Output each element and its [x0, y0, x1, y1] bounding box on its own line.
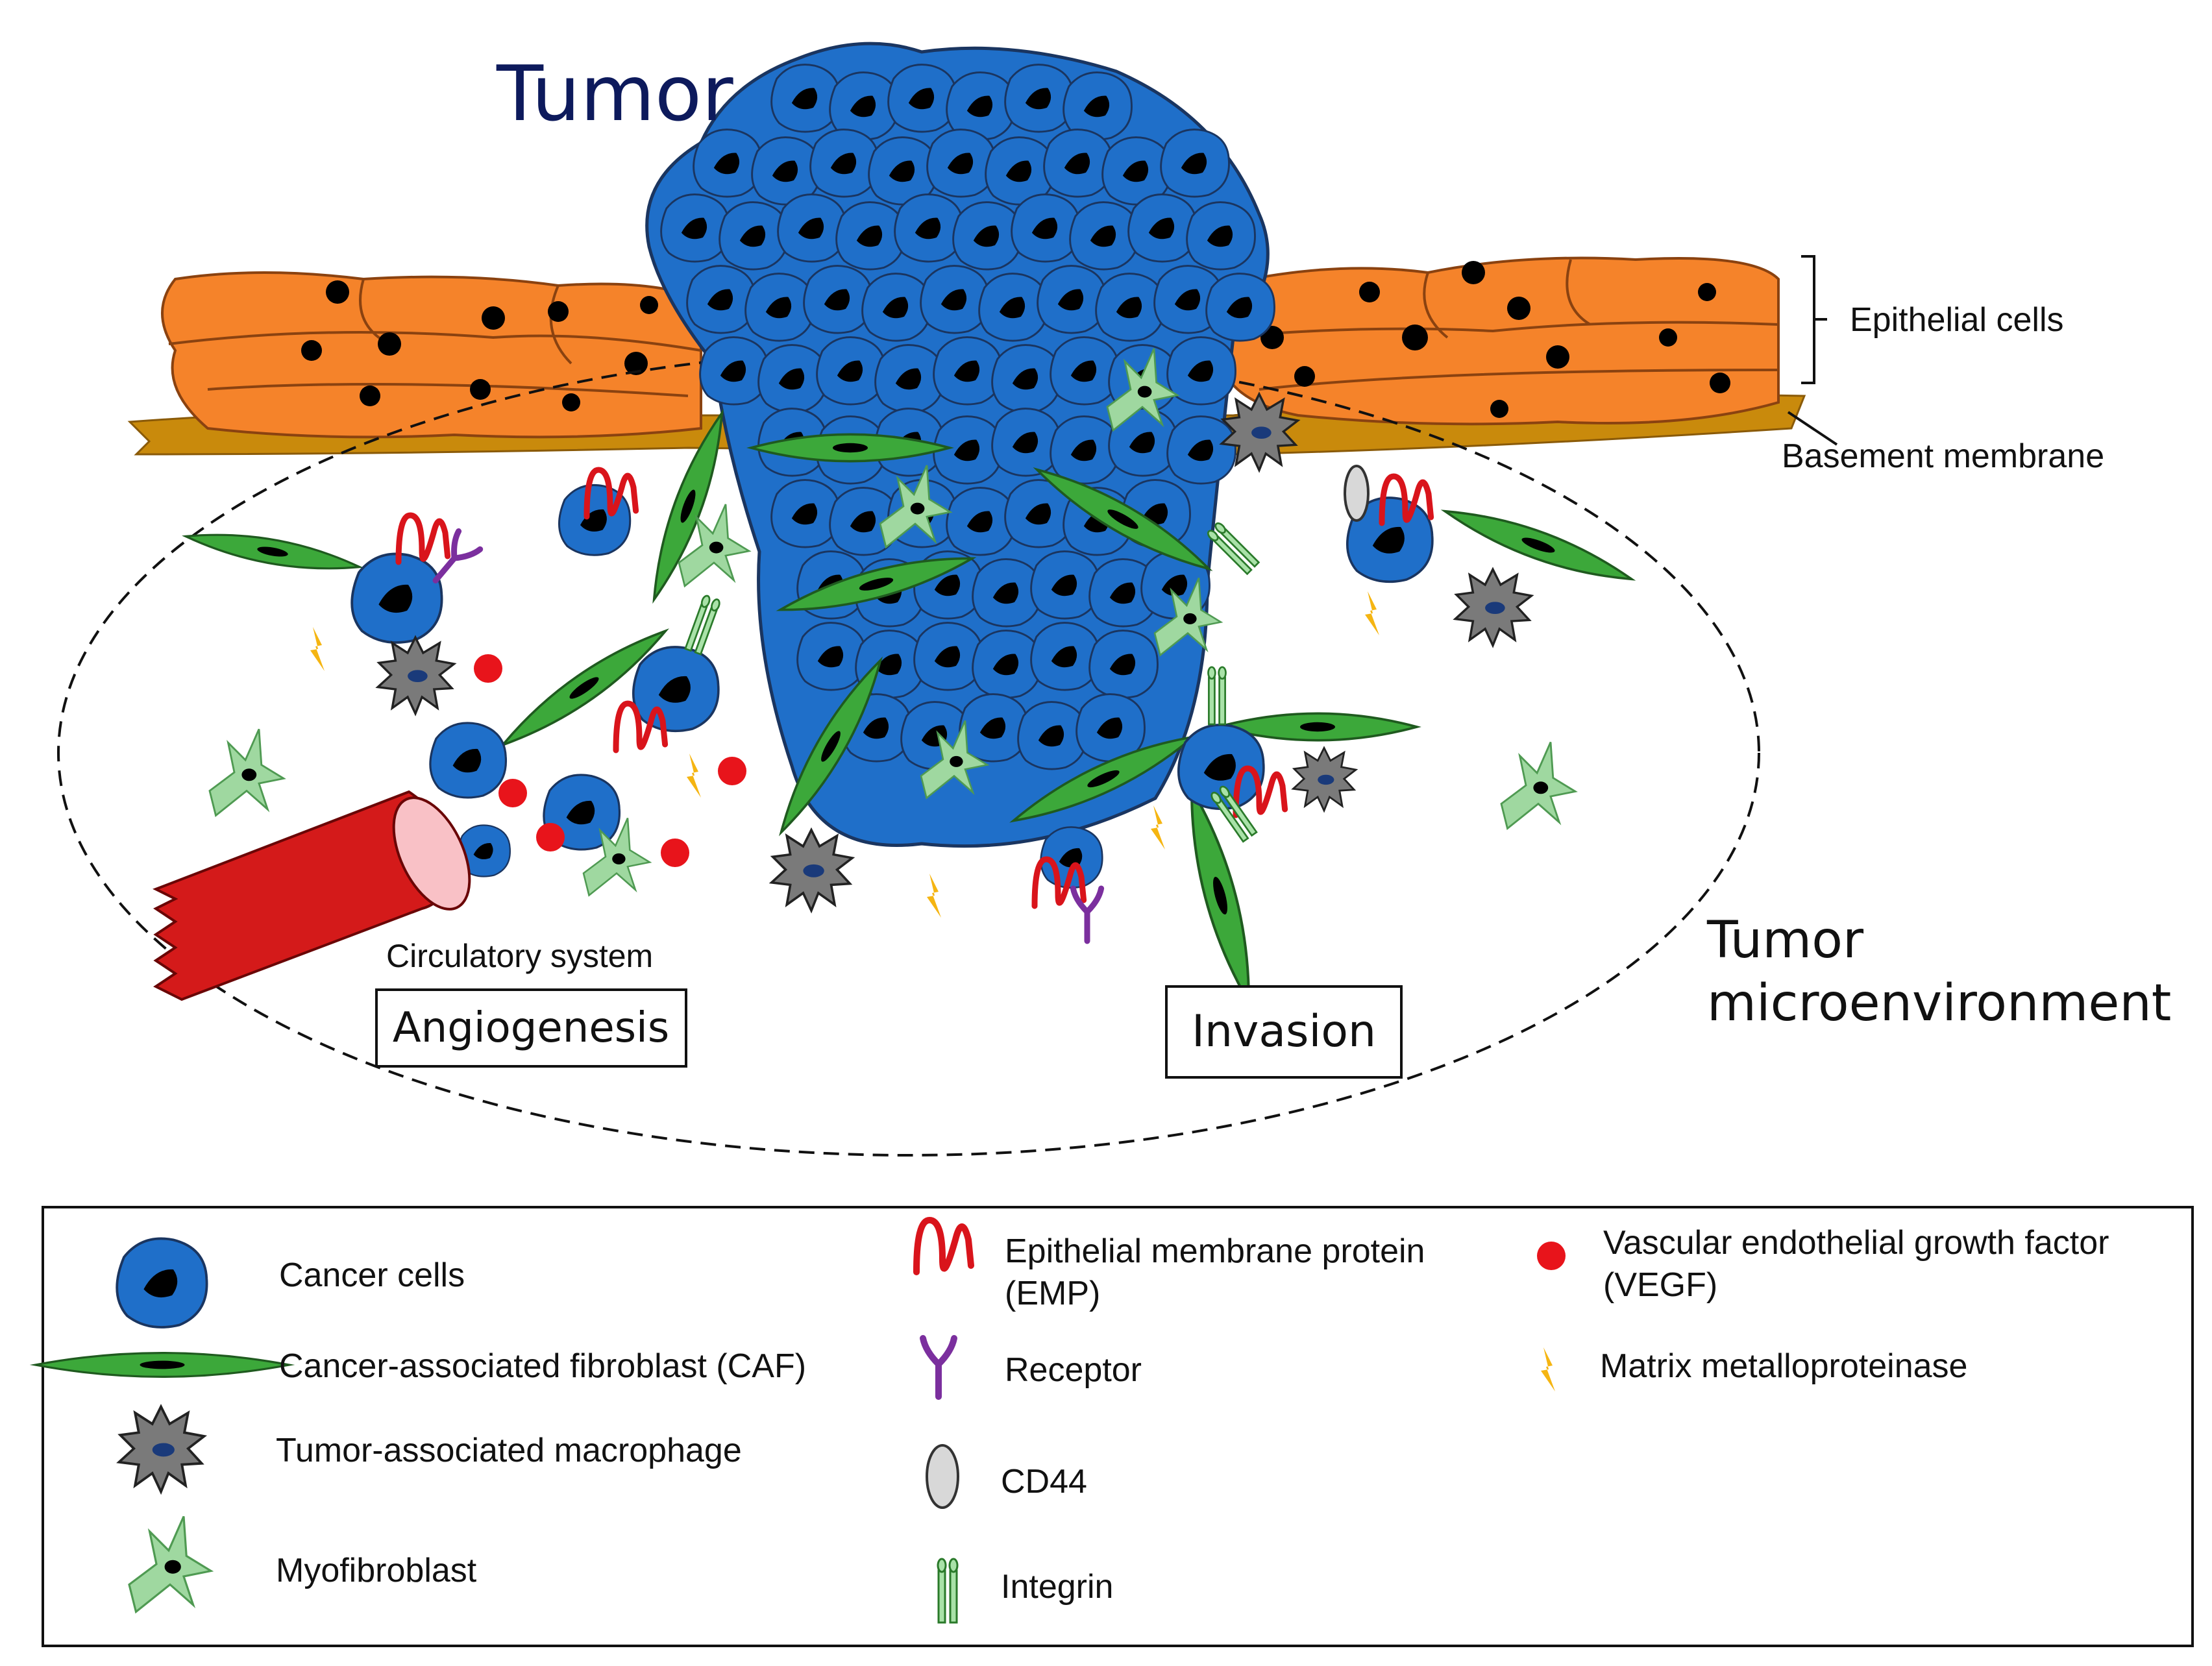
receptor-protein: [1073, 888, 1101, 941]
tumor-title: Tumor: [496, 49, 733, 138]
vegf-dot: [498, 779, 527, 807]
tumor-cancer-cell: [803, 265, 873, 334]
caf-cell: [182, 523, 363, 580]
tumor-microenvironment-label-line1: Tumor: [1706, 911, 1864, 970]
tumor-cancer-cell: [959, 693, 1029, 763]
mmp-enzyme: [687, 753, 701, 798]
tumor-cancer-cell: [933, 336, 1003, 406]
tumor-cancer-cell: [1166, 415, 1236, 485]
tam-cell: [1454, 568, 1533, 647]
epithelial-cells-left: [161, 271, 702, 439]
legend-myofibroblast: Myofibroblast: [276, 1552, 477, 1589]
cancer-cell: [350, 552, 443, 644]
legend-emp-line1: Epithelial membrane protein: [1005, 1232, 1425, 1270]
legend-tam: Tumor-associated macrophage: [276, 1432, 742, 1469]
mmp-enzyme: [310, 627, 325, 671]
tumor-cancer-cell: [1050, 336, 1120, 406]
integrin-protein: [683, 593, 722, 655]
legend-integrin: Integrin: [1001, 1568, 1113, 1606]
tumor-cancer-cell: [1186, 201, 1256, 271]
tumor-cancer-cell: [796, 622, 866, 691]
vegf-dot: [536, 823, 565, 851]
vegf-dot: [718, 757, 746, 785]
legend-cd44-icon: [926, 1444, 959, 1509]
legend-box: [42, 1206, 2194, 1647]
legend-cd44: CD44: [1001, 1463, 1087, 1501]
tumor-cancer-cell: [809, 129, 879, 198]
circulatory-system-label: Circulatory system: [386, 938, 653, 974]
tumor-cancer-cell: [1205, 273, 1275, 342]
tumor-cancer-cell: [887, 64, 957, 133]
cancer-cell: [632, 646, 720, 733]
tumor-cancer-cell: [991, 408, 1061, 477]
vegf-dot: [474, 654, 502, 683]
legend-mmp: Matrix metalloproteinase: [1600, 1347, 1967, 1385]
tumor-cancer-cell: [699, 336, 769, 406]
tumor-cancer-cell: [693, 129, 763, 198]
integrin-protein: [1207, 666, 1227, 726]
tumor-cancer-cell: [816, 336, 886, 406]
tumor-cancer-cell: [770, 64, 841, 133]
cd44-protein: [1344, 465, 1370, 522]
tumor-cancer-cell: [1160, 129, 1230, 198]
tumor-cancer-cell: [1166, 336, 1236, 406]
legend-vegf-icon: [1537, 1242, 1566, 1270]
caf-cell: [1175, 783, 1265, 1008]
legend-vegf-line2: (VEGF): [1603, 1266, 1717, 1304]
basement-membrane-pointer: [1787, 411, 1838, 446]
legend: Cancer cells Cancer-associated fibroblas…: [36, 1206, 2194, 1647]
mmp-enzyme: [1151, 805, 1165, 850]
angiogenesis-label: Angiogenesis: [393, 1004, 669, 1052]
tumor-cancer-cell: [913, 622, 983, 691]
tumor-cancer-cell: [926, 129, 996, 198]
tumor-cancer-cell: [1011, 193, 1081, 263]
vegf-dot: [661, 839, 689, 867]
tumor-cancer-cell: [1030, 550, 1100, 620]
tumor-cancer-cell: [920, 265, 990, 334]
myofibroblast-cell: [208, 728, 285, 816]
tam-cell: [376, 636, 456, 715]
tumor-cancer-cell: [1037, 265, 1107, 334]
myofibroblast-cell: [1500, 741, 1577, 829]
epithelial-bracket: [1801, 255, 1827, 384]
legend-caf: Cancer-associated fibroblast (CAF): [279, 1347, 806, 1385]
tumor-cancer-cell: [770, 479, 841, 548]
tumor-cancer-cell: [1043, 129, 1113, 198]
mmp-enzyme: [927, 874, 941, 918]
angiogenesis-box: [375, 988, 687, 1068]
invasion-label: Invasion: [1192, 1006, 1376, 1057]
tumor-cancer-cell: [1127, 193, 1198, 263]
tumor-cancer-cell: [1088, 630, 1159, 699]
epithelial-cells-label: Epithelial cells: [1850, 301, 2064, 339]
legend-cancer-cell-icon: [116, 1237, 208, 1329]
mmp-enzyme: [1365, 591, 1379, 635]
legend-receptor: Receptor: [1005, 1351, 1142, 1389]
legend-vegf-line1: Vascular endothelial growth factor: [1603, 1224, 2109, 1262]
tumor-cancer-cell: [660, 193, 730, 263]
tumor-cancer-cell: [1030, 622, 1100, 691]
epithelial-cells-right: [1219, 256, 1780, 426]
tumor-cancer-cell: [1004, 64, 1074, 133]
cancer-cell: [429, 722, 508, 799]
tumor-cancer-cell: [894, 193, 964, 263]
invasion-box: [1165, 985, 1403, 1079]
tam-cell: [770, 829, 854, 912]
legend-cancer-cells: Cancer cells: [279, 1256, 465, 1294]
tam-cell: [1292, 747, 1357, 812]
tumor-mass: [645, 42, 1275, 848]
tumor-microenvironment-label-line2: microenvironment: [1707, 974, 2171, 1033]
legend-emp-line2: (EMP): [1005, 1275, 1100, 1312]
basement-membrane-label: Basement membrane: [1782, 437, 2104, 475]
tumor-cancer-cell: [686, 265, 756, 334]
tumor-cancer-cell: [777, 193, 847, 263]
blood-vessel: [153, 790, 471, 1001]
